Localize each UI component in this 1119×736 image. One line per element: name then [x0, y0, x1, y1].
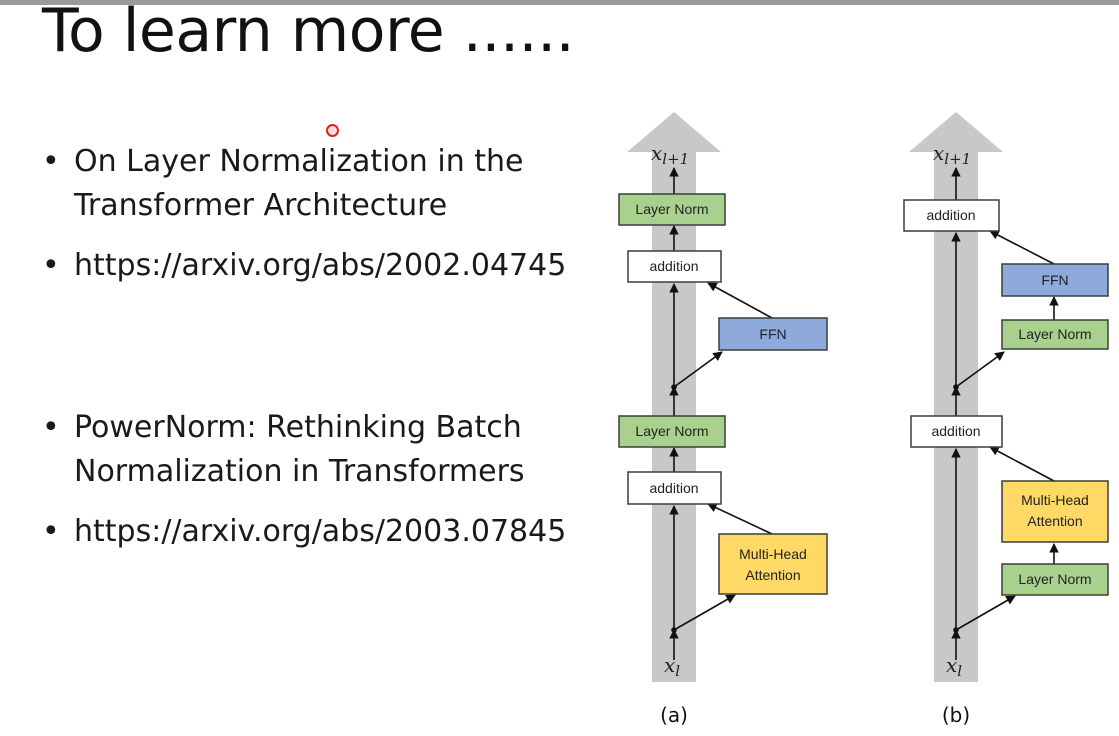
- bullet-paper-title-1: On Layer Normalization in the Transforme…: [40, 140, 614, 228]
- ffn-label: FFN: [1041, 272, 1068, 288]
- transformer-layer-norm-diagram: Layer Norm addition FFN Layer Norm addit…: [618, 112, 1109, 727]
- bullet-paper-title-2: PowerNorm: Rethinking Batch Normalizatio…: [40, 406, 614, 494]
- connector: [955, 595, 1016, 631]
- ffn-box-b: FFN: [1001, 263, 1109, 297]
- attention-box-b: Multi-Head Attention: [1001, 480, 1109, 543]
- addition-box-b-top: addition: [903, 199, 1000, 232]
- column-arrowhead-b: [909, 112, 1003, 152]
- connector: [955, 351, 1005, 388]
- layer-norm-label: Layer Norm: [1018, 571, 1091, 587]
- addition-label: addition: [649, 258, 698, 274]
- layer-norm-label: Layer Norm: [1018, 326, 1091, 342]
- column-arrowhead-a: [627, 112, 721, 152]
- input-variable-b: xl: [946, 653, 962, 680]
- addition-label: addition: [926, 207, 975, 223]
- attention-label-line2: Attention: [1027, 513, 1082, 529]
- ffn-label: FFN: [759, 326, 786, 342]
- layer-norm-box-b-top: Layer Norm: [1001, 319, 1109, 350]
- top-border: [0, 0, 1119, 5]
- addition-box-b-bottom: addition: [910, 415, 1003, 448]
- laser-pointer-icon: [326, 124, 339, 137]
- layer-norm-label: Layer Norm: [635, 201, 708, 217]
- connector: [673, 594, 736, 631]
- input-variable-a: xl: [664, 653, 680, 680]
- diagram-a: Layer Norm addition FFN Layer Norm addit…: [618, 112, 828, 727]
- branch-dot: [953, 627, 959, 633]
- attention-label-line2: Attention: [745, 567, 800, 583]
- attention-label-line1: Multi-Head: [739, 546, 807, 562]
- branch-dot: [953, 384, 959, 390]
- addition-label: addition: [649, 480, 698, 496]
- attention-label-line1: Multi-Head: [1021, 492, 1089, 508]
- addition-box-a-bottom: addition: [627, 471, 722, 505]
- bullet-link-1: https://arxiv.org/abs/2002.04745: [40, 244, 614, 288]
- branch-dot: [671, 384, 677, 390]
- layer-norm-box-a-top: Layer Norm: [618, 193, 726, 226]
- connector: [989, 230, 1055, 265]
- connector: [707, 503, 773, 535]
- layer-norm-label: Layer Norm: [635, 423, 708, 439]
- caption-b: (b): [942, 703, 970, 727]
- connector: [707, 282, 773, 319]
- caption-a: (a): [660, 703, 688, 727]
- ffn-box-a: FFN: [718, 317, 828, 351]
- addition-box-a-top: addition: [627, 250, 722, 283]
- output-variable-b: xl+1: [933, 141, 971, 168]
- branch-dot: [671, 627, 677, 633]
- bullet-link-2: https://arxiv.org/abs/2003.07845: [40, 510, 614, 554]
- output-variable-a: xl+1: [651, 141, 689, 168]
- slide-title: To learn more ......: [42, 0, 575, 66]
- connector: [673, 351, 723, 388]
- addition-label: addition: [931, 423, 980, 439]
- attention-box-a: Multi-Head Attention: [718, 533, 828, 595]
- layer-norm-box-a-mid: Layer Norm: [618, 415, 726, 448]
- diagram-b: addition FFN Layer Norm addition Multi-H…: [903, 112, 1109, 727]
- connector: [989, 446, 1055, 482]
- layer-norm-box-b-bottom: Layer Norm: [1001, 563, 1109, 596]
